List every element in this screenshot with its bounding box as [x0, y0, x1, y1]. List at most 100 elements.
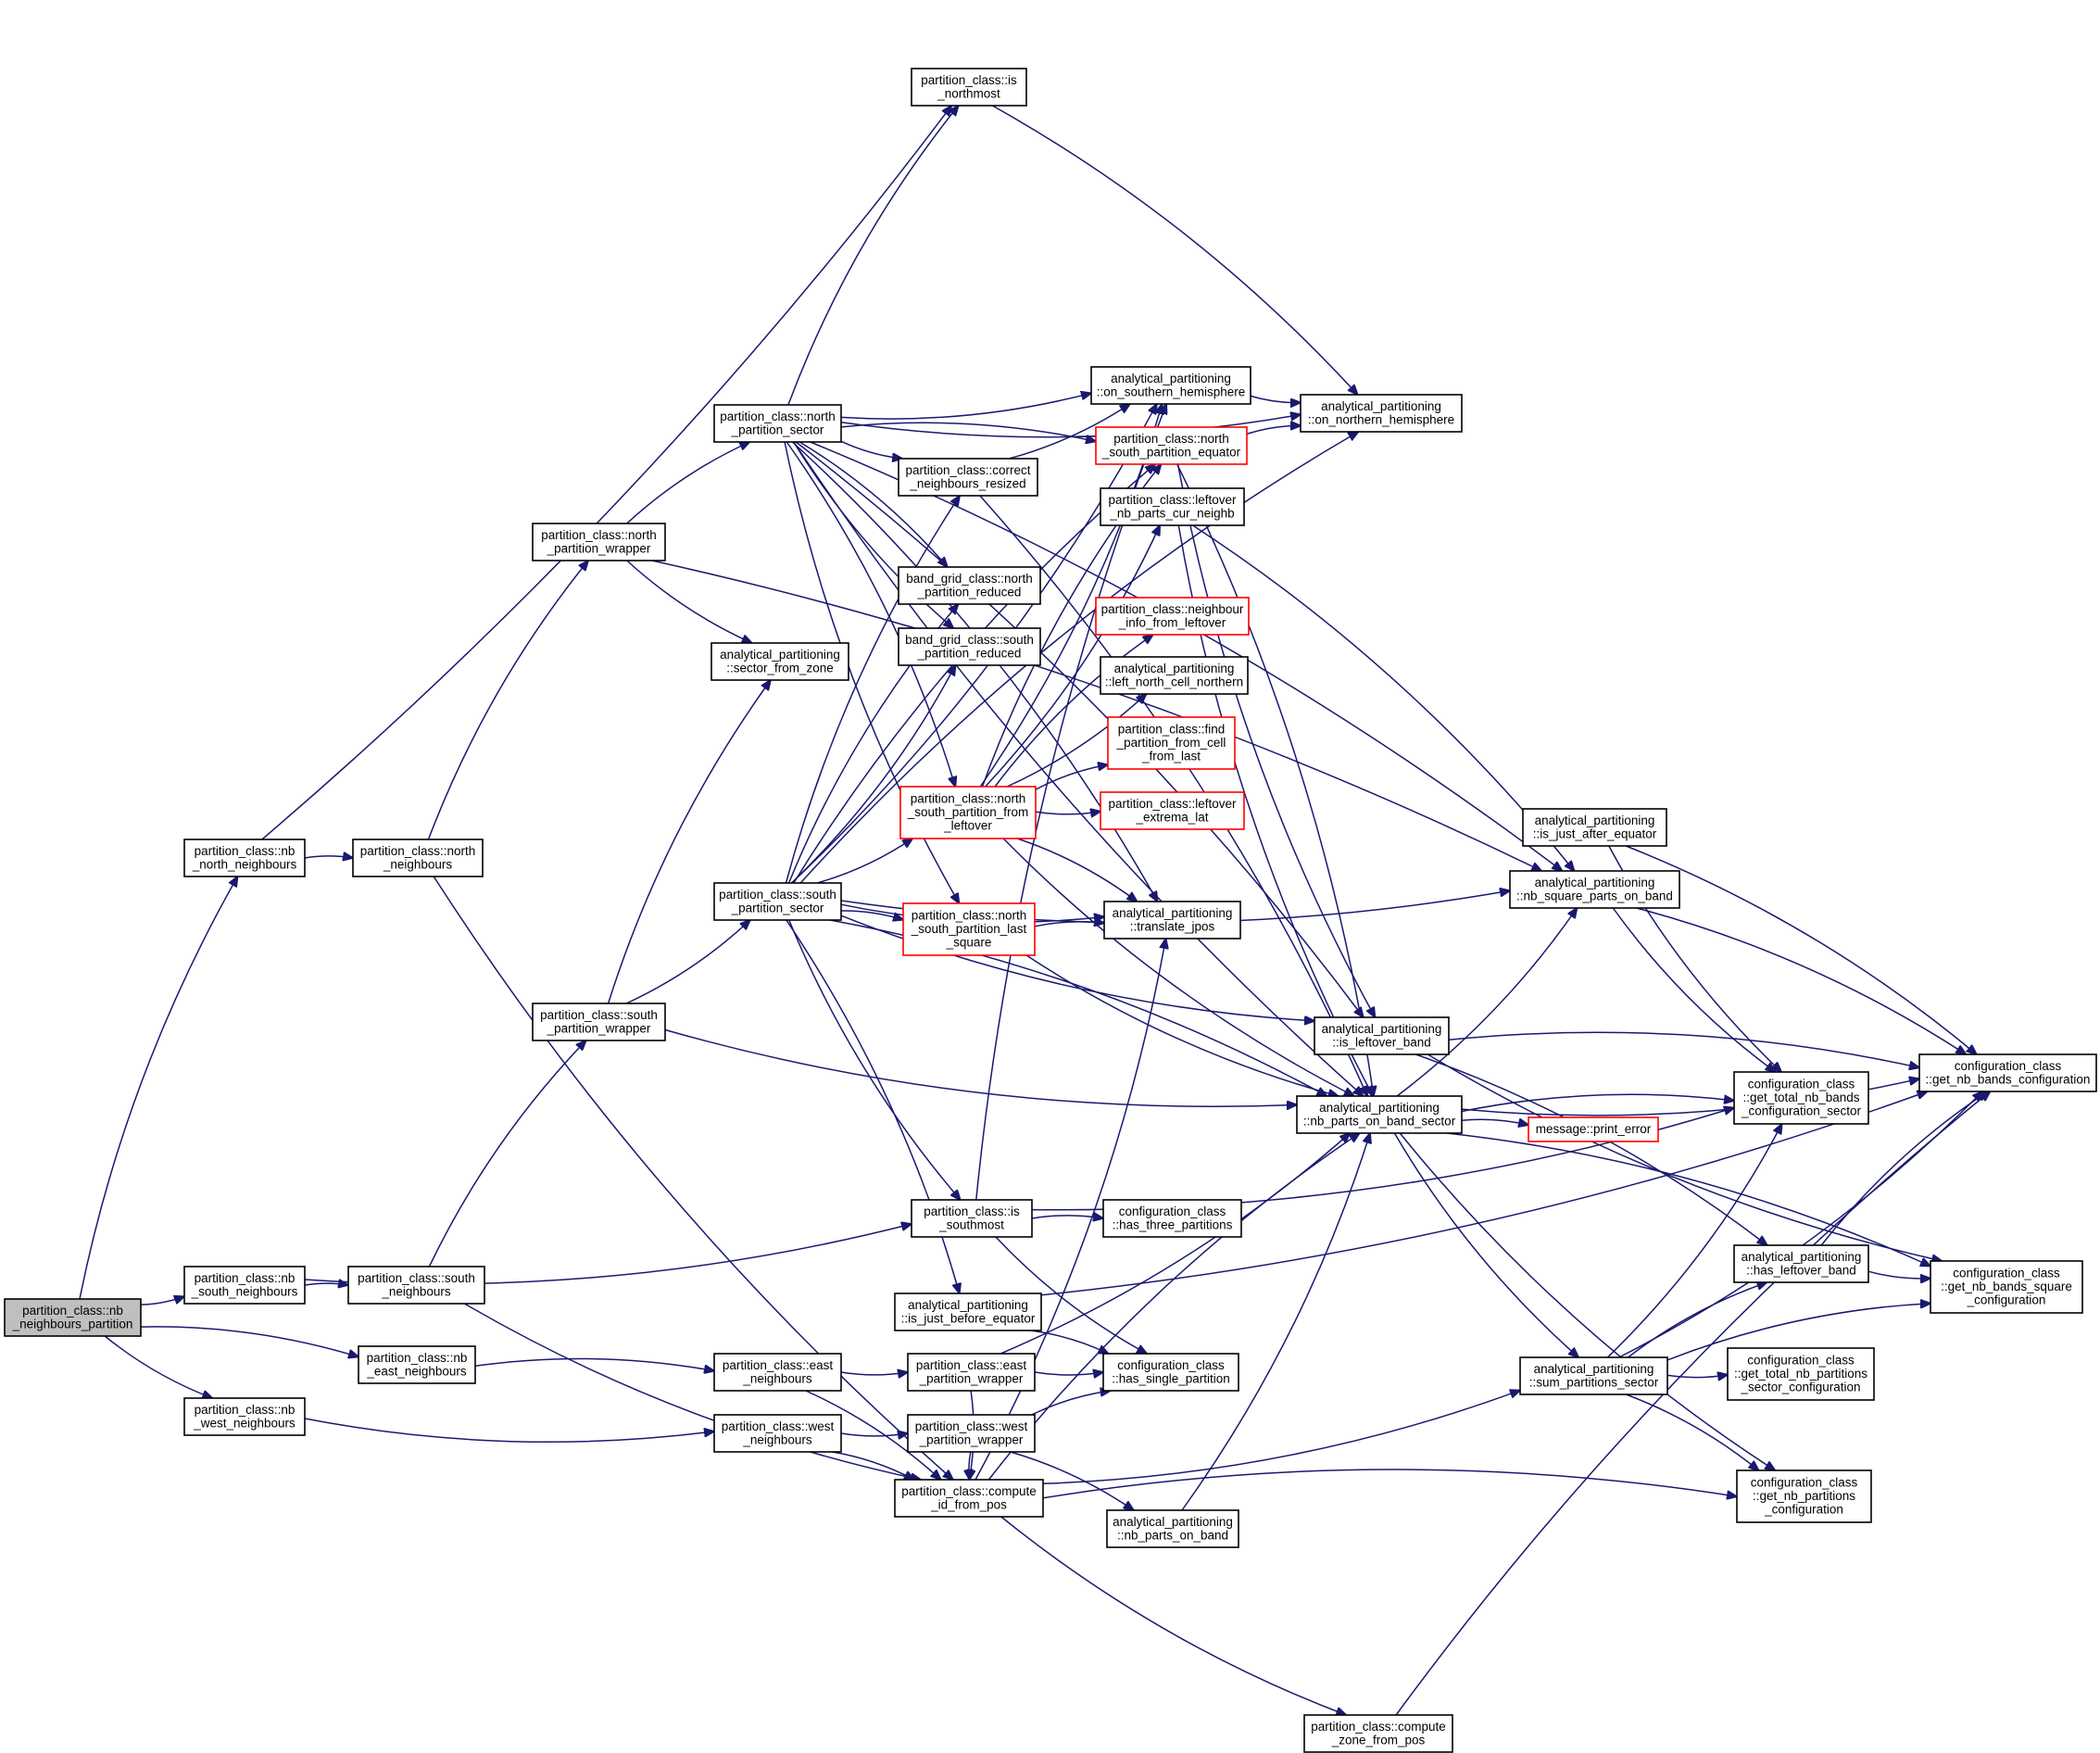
node-box[interactable] — [1930, 1260, 2083, 1314]
node-box[interactable] — [902, 902, 1036, 956]
node-czfp[interactable]: partition_class::compute_zone_from_pos — [1303, 1714, 1453, 1753]
node-nspob[interactable]: analytical_partitioning::nb_square_parts… — [1509, 870, 1680, 909]
node-westn[interactable]: partition_class::west_neighbours — [713, 1414, 842, 1453]
node-box[interactable] — [907, 1414, 1036, 1453]
node-eastn[interactable]: partition_class::east_neighbours — [713, 1353, 842, 1392]
node-box[interactable] — [1100, 656, 1249, 695]
node-box[interactable] — [710, 642, 849, 681]
node-box[interactable] — [1102, 1353, 1239, 1392]
node-box[interactable] — [899, 786, 1037, 839]
node-ismn[interactable]: partition_class::is_northmost — [911, 68, 1027, 107]
node-southn[interactable]: partition_class::south_neighbours — [347, 1266, 485, 1305]
node-box[interactable] — [532, 1003, 666, 1041]
node-box[interactable] — [1736, 1469, 1872, 1523]
node-bgn[interactable]: band_grid_class::north_partition_reduced — [898, 566, 1041, 605]
node-box[interactable] — [1095, 426, 1248, 465]
node-ijbe[interactable]: analytical_partitioning::is_just_before_… — [894, 1293, 1042, 1331]
node-box[interactable] — [713, 1414, 842, 1453]
node-hsp[interactable]: configuration_class::has_single_partitio… — [1102, 1353, 1239, 1392]
node-box[interactable] — [358, 1345, 476, 1384]
node-gtnbcs[interactable]: configuration_class::get_total_nb_bands_… — [1733, 1071, 1869, 1125]
node-box[interactable] — [1107, 716, 1236, 770]
node-gnbsc[interactable]: configuration_class::get_nb_bands_square… — [1930, 1260, 2083, 1314]
node-fpfc[interactable]: partition_class::find_partition_from_cel… — [1107, 716, 1236, 770]
node-box[interactable] — [1519, 1356, 1668, 1395]
node-box[interactable] — [1296, 1095, 1463, 1134]
node-bgs[interactable]: band_grid_class::south_partition_reduced — [898, 627, 1041, 666]
node-root[interactable]: partition_class::nb_neighbours_partition — [4, 1298, 142, 1337]
node-box[interactable] — [532, 523, 666, 561]
node-nbsouth[interactable]: partition_class::nb_south_neighbours — [183, 1266, 306, 1305]
node-ijae[interactable]: analytical_partitioning::is_just_after_e… — [1522, 808, 1667, 847]
node-npob[interactable]: analytical_partitioning::nb_parts_on_ban… — [1106, 1509, 1239, 1548]
node-box[interactable] — [1300, 394, 1463, 433]
node-box[interactable] — [352, 839, 484, 877]
node-box[interactable] — [713, 882, 842, 921]
node-osh[interactable]: analytical_partitioning::on_southern_hem… — [1090, 366, 1251, 405]
node-gnpc[interactable]: configuration_class::get_nb_partitions_c… — [1736, 1469, 1872, 1523]
node-box[interactable] — [907, 1353, 1036, 1392]
node-northn[interactable]: partition_class::north_neighbours — [352, 839, 484, 877]
node-box[interactable] — [1090, 366, 1251, 405]
node-box[interactable] — [898, 566, 1041, 605]
node-nifl[interactable]: partition_class::neighbour_info_from_lef… — [1095, 597, 1250, 636]
node-npobs[interactable]: analytical_partitioning::nb_parts_on_ban… — [1296, 1095, 1463, 1134]
node-nspe[interactable]: partition_class::north_south_partition_e… — [1095, 426, 1248, 465]
node-box[interactable] — [1106, 1509, 1239, 1548]
node-ilb[interactable]: analytical_partitioning::is_leftover_ban… — [1314, 1016, 1450, 1055]
node-spw[interactable]: partition_class::south_partition_wrapper — [532, 1003, 666, 1041]
node-box[interactable] — [1100, 487, 1245, 526]
node-lnpcn[interactable]: partition_class::leftover_nb_parts_cur_n… — [1100, 487, 1245, 526]
node-gnbc[interactable]: configuration_class::get_nb_bands_config… — [1918, 1053, 2097, 1092]
node-nspls[interactable]: partition_class::north_south_partition_l… — [902, 902, 1036, 956]
node-nbwest[interactable]: partition_class::nb_west_neighbours — [183, 1397, 306, 1436]
node-cnr[interactable]: partition_class::correct_neighbours_resi… — [898, 458, 1038, 497]
node-lncn[interactable]: analytical_partitioning::left_north_cell… — [1100, 656, 1249, 695]
node-hlb[interactable]: analytical_partitioning::has_leftover_ba… — [1733, 1244, 1869, 1283]
node-sps2[interactable]: analytical_partitioning::sum_partitions_… — [1519, 1356, 1668, 1395]
node-box[interactable] — [1522, 808, 1667, 847]
node-cifp[interactable]: partition_class::compute_id_from_pos — [894, 1479, 1044, 1518]
node-box[interactable] — [1100, 791, 1245, 830]
node-box[interactable] — [1103, 901, 1241, 940]
node-box[interactable] — [898, 627, 1041, 666]
node-gtnpsc[interactable]: configuration_class::get_total_nb_partit… — [1727, 1347, 1875, 1401]
node-sps[interactable]: partition_class::south_partition_sector — [713, 882, 842, 921]
node-nspfl[interactable]: partition_class::north_south_partition_f… — [899, 786, 1037, 839]
node-lel[interactable]: partition_class::leftover_extrema_lat — [1100, 791, 1245, 830]
node-pe[interactable]: message::print_error — [1528, 1116, 1659, 1142]
node-epw[interactable]: partition_class::east_partition_wrapper — [907, 1353, 1036, 1392]
node-nbeast[interactable]: partition_class::nb_east_neighbours — [358, 1345, 476, 1384]
node-box[interactable] — [898, 458, 1038, 497]
node-box[interactable] — [1095, 597, 1250, 636]
node-box[interactable] — [911, 68, 1027, 107]
node-nps[interactable]: partition_class::north_partition_sector — [713, 404, 842, 443]
node-box[interactable] — [894, 1479, 1044, 1518]
node-htp[interactable]: configuration_class::has_three_partition… — [1102, 1199, 1242, 1238]
node-box[interactable] — [1528, 1116, 1659, 1142]
node-box[interactable] — [183, 839, 306, 877]
node-box[interactable] — [1303, 1714, 1453, 1753]
node-box[interactable] — [1733, 1244, 1869, 1283]
node-issm[interactable]: partition_class::is_southmost — [911, 1199, 1033, 1238]
node-sfz[interactable]: analytical_partitioning::sector_from_zon… — [710, 642, 849, 681]
node-box[interactable] — [1727, 1347, 1875, 1401]
node-box[interactable] — [1314, 1016, 1450, 1055]
node-box[interactable] — [713, 404, 842, 443]
node-wpw[interactable]: partition_class::west_partition_wrapper — [907, 1414, 1036, 1453]
node-nbnorth[interactable]: partition_class::nb_north_neighbours — [183, 839, 306, 877]
node-box[interactable] — [183, 1397, 306, 1436]
node-box[interactable] — [1918, 1053, 2097, 1092]
node-box[interactable] — [4, 1298, 142, 1337]
node-box[interactable] — [911, 1199, 1033, 1238]
node-box[interactable] — [183, 1266, 306, 1305]
node-onh[interactable]: analytical_partitioning::on_northern_hem… — [1300, 394, 1463, 433]
node-tj[interactable]: analytical_partitioning::translate_jpos — [1103, 901, 1241, 940]
node-npw[interactable]: partition_class::north_partition_wrapper — [532, 523, 666, 561]
node-box[interactable] — [1733, 1071, 1869, 1125]
node-box[interactable] — [1102, 1199, 1242, 1238]
node-box[interactable] — [713, 1353, 842, 1392]
node-box[interactable] — [1509, 870, 1680, 909]
node-box[interactable] — [347, 1266, 485, 1305]
node-box[interactable] — [894, 1293, 1042, 1331]
